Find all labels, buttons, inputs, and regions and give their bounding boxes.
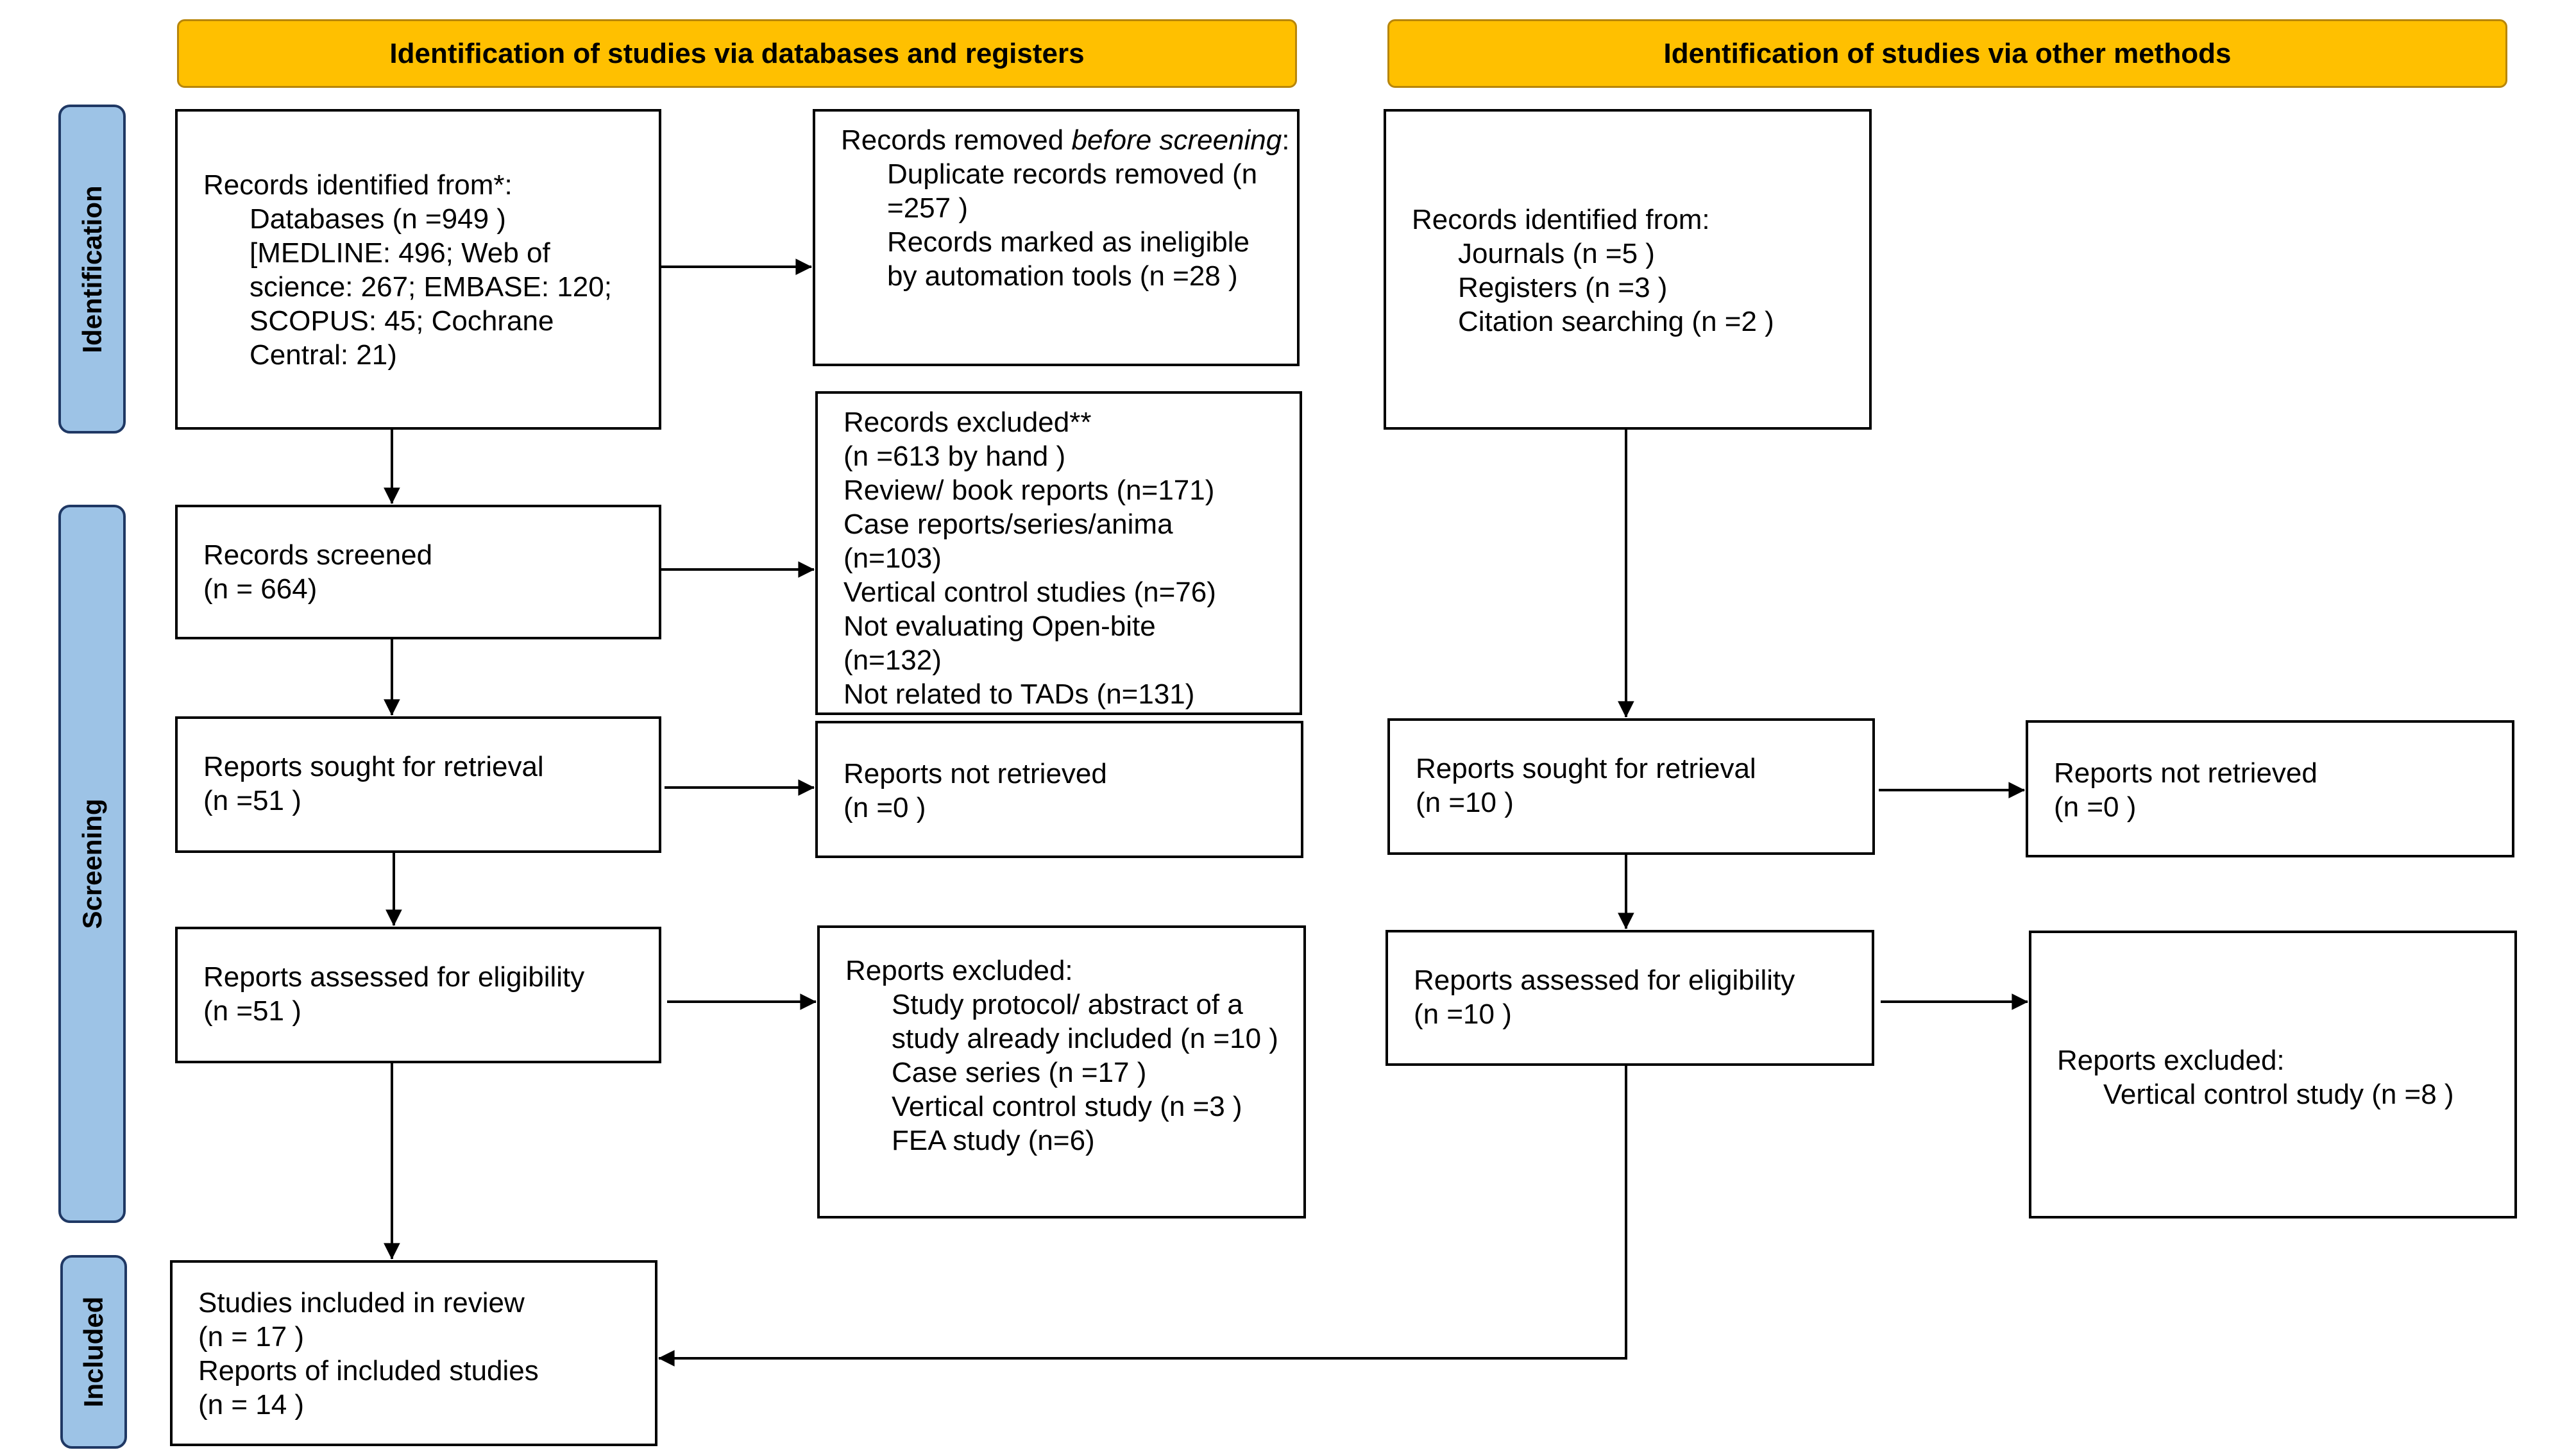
reports-assessed-box: Reports assessed for eligibility (n =51 … [175,927,661,1063]
included-studies-box: Studies included in review (n = 17 ) Rep… [170,1260,657,1446]
reports-sought-title: Reports sought for retrieval [203,751,544,782]
studies-included-title: Studies included in review [198,1287,525,1319]
vertical-control-excluded: Vertical control study (n =3 ) [892,1091,1242,1122]
ineligible-records: Records marked as ineligible by automati… [887,226,1250,292]
header-databases-label: Identification of studies via databases … [389,37,1085,69]
other-reports-sought-count: (n =10 ) [1416,787,1514,818]
records-excluded-box: Records excluded** (n =613 by hand ) Rev… [815,391,1302,715]
other-reports-excluded-box: Reports excluded: Vertical control study… [2029,931,2517,1218]
other-reports-assessed-count: (n =10 ) [1414,999,1512,1030]
records-excluded-line: Review/ book reports (n=171) [843,475,1215,506]
other-vertical-control-excluded: Vertical control study (n =8 ) [2103,1079,2454,1110]
reports-included-count: (n = 14 ) [198,1389,305,1420]
reports-not-retrieved-count: (n =0 ) [843,792,926,823]
other-reports-assessed-box: Reports assessed for eligibility (n =10 … [1385,930,1874,1066]
header-other-methods: Identification of studies via other meth… [1387,19,2507,88]
header-other-label: Identification of studies via other meth… [1663,37,2232,69]
reports-included-title: Reports of included studies [198,1355,539,1387]
records-excluded-line: Vertical control studies (n=76) [843,577,1216,608]
reports-not-retrieved-box: Reports not retrieved (n =0 ) [815,721,1303,858]
other-reports-excluded-title: Reports excluded: [2057,1045,2285,1076]
records-screened-count: (n = 664) [203,573,318,605]
records-excluded-line: Records excluded** [843,407,1092,438]
databases-details: [MEDLINE: 496; Web of science: 267; EMBA… [250,237,612,371]
fea-study-excluded: FEA study (n=6) [892,1125,1095,1156]
duplicate-records: Duplicate records removed (n =257 ) [887,158,1258,224]
databases-count: Databases (n =949 ) [250,203,506,235]
reports-assessed-title: Reports assessed for eligibility [203,961,585,993]
phase-identification: Identification [58,105,126,434]
reports-excluded-title: Reports excluded: [845,955,1073,986]
records-identified-title: Records identified from*: [203,169,513,201]
records-excluded-line: Not related to TADs (n=131) [843,679,1195,710]
citation-searching-count: Citation searching (n =2 ) [1458,306,1774,337]
records-screened-title: Records screened [203,539,433,571]
case-series-excluded: Case series (n =17 ) [892,1057,1147,1088]
other-records-title: Records identified from: [1412,204,1710,235]
other-records-identified-box: Records identified from: Journals (n =5 … [1384,109,1872,430]
arrow-other-assessed-to-included [658,1066,1627,1367]
records-excluded-line: (n=132) [843,645,942,676]
other-reports-not-retrieved-count: (n =0 ) [2054,791,2137,823]
reports-sought-box: Reports sought for retrieval (n =51 ) [175,716,661,853]
records-excluded-line: Not evaluating Open-bite [843,611,1156,642]
other-reports-not-retrieved-title: Reports not retrieved [2054,757,2318,789]
journals-count: Journals (n =5 ) [1458,238,1655,269]
records-screened-box: Records screened (n = 664) [175,505,661,639]
registers-count: Registers (n =3 ) [1458,272,1668,303]
studies-included-count: (n = 17 ) [198,1321,305,1353]
records-excluded-line: Case reports/series/anima [843,509,1173,540]
other-reports-sought-title: Reports sought for retrieval [1416,753,1756,784]
reports-excluded-box: Reports excluded: Study protocol/ abstra… [817,925,1306,1218]
other-reports-sought-box: Reports sought for retrieval (n =10 ) [1387,718,1875,855]
reports-assessed-count: (n =51 ) [203,995,301,1027]
study-protocol-excluded: Study protocol/ abstract of a study alre… [892,989,1278,1054]
phase-screening: Screening [58,505,126,1223]
header-databases-registers: Identification of studies via databases … [177,19,1297,88]
records-identified-box: Records identified from*: Databases (n =… [175,109,661,430]
reports-not-retrieved-title: Reports not retrieved [843,758,1107,789]
other-reports-not-retrieved-box: Reports not retrieved (n =0 ) [2026,720,2514,857]
reports-sought-count: (n =51 ) [203,785,301,816]
records-removed-title: Records removed before screening: [841,124,1290,156]
other-reports-assessed-title: Reports assessed for eligibility [1414,965,1795,996]
records-removed-box: Records removed before screening: Duplic… [813,109,1300,366]
records-excluded-line: (n=103) [843,543,942,574]
records-excluded-line: (n =613 by hand ) [843,441,1066,472]
phase-included: Included [60,1255,127,1449]
